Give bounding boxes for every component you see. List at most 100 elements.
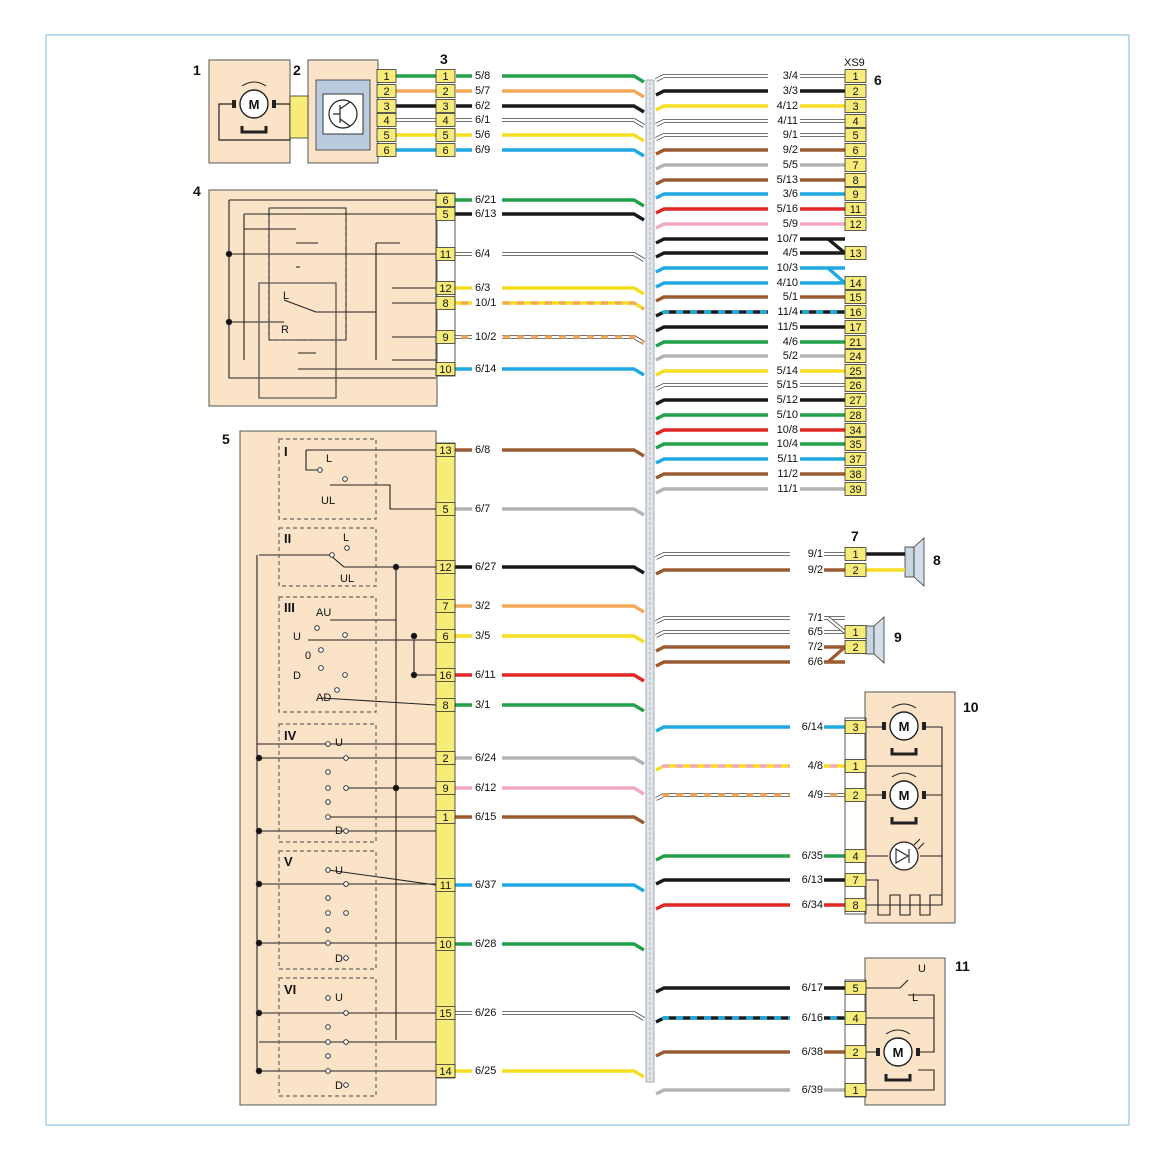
- left-wire: [456, 148, 645, 158]
- pin-box: [844, 364, 867, 378]
- wire-label-bg: [790, 1010, 824, 1021]
- wire-code-label: 6/5: [808, 626, 823, 638]
- switch-5-contact-label: AD: [316, 692, 331, 704]
- wire-stripe: [454, 335, 645, 345]
- xs9-wire: [655, 487, 845, 495]
- junction-dot: [255, 1067, 263, 1075]
- junction-dot: [255, 827, 263, 835]
- wire-core: [655, 325, 845, 333]
- wire-label-bg: [768, 407, 800, 418]
- wire-label-bg: [768, 186, 800, 197]
- pin-box: [435, 937, 456, 951]
- switch-contact: [318, 665, 324, 671]
- wire-code-label: 4/11: [777, 115, 798, 127]
- right-connector-pin: 1: [844, 547, 867, 561]
- wire-core: [454, 565, 645, 575]
- xs9-pin: 26: [844, 378, 867, 392]
- xs9-pin: 13: [844, 246, 867, 260]
- xs9-wire: [655, 428, 845, 436]
- pin-number: 3: [442, 101, 448, 113]
- wire-code-label: 4/10: [777, 277, 798, 289]
- switch-contact: [343, 955, 349, 961]
- wire-label-bg: [768, 481, 800, 492]
- wire-core: [655, 630, 845, 638]
- left-connector-pin: 10: [435, 362, 456, 376]
- xs9-pin: 27: [844, 393, 867, 407]
- wire-code-label: 6/2: [475, 100, 490, 112]
- pin-box: [435, 560, 456, 574]
- left-connector-pin: 2: [435, 84, 456, 98]
- wire-label-bg: [790, 610, 824, 621]
- left-wire: [454, 673, 645, 683]
- wire-code-label: 5/8: [475, 70, 490, 82]
- wire-core: [655, 369, 845, 377]
- pin-number: 11: [440, 880, 451, 892]
- wire-core: [655, 1050, 845, 1058]
- wire-label-bg: [768, 260, 800, 271]
- wire-core: [655, 428, 845, 436]
- wire-label-bg: [768, 451, 800, 462]
- pin-box: [435, 810, 456, 824]
- switch-5-section-frame: [278, 850, 377, 970]
- wire-code-label: 6/4: [475, 248, 490, 260]
- switch-4-group-2: [258, 282, 337, 399]
- wire-label-bg: [790, 639, 824, 650]
- wire-core: [454, 786, 645, 796]
- wire-code-label: 4/9: [808, 789, 823, 801]
- pin-box: [376, 69, 397, 83]
- wire-label-bg: [472, 113, 502, 124]
- pin-number: 12: [439, 562, 451, 574]
- xs9-pin: 2: [844, 84, 867, 98]
- right-wire: [655, 878, 845, 886]
- wire-label-bg: [472, 143, 502, 154]
- switch-5-contact-label: U: [335, 992, 343, 1004]
- pin-number: 5: [852, 130, 858, 142]
- pin-number: 8: [442, 700, 448, 712]
- wire-label-bg: [768, 466, 800, 477]
- pin-number: 1: [383, 71, 389, 83]
- wire-code-label: 11/2: [777, 468, 798, 480]
- pin-box: [844, 640, 867, 654]
- switch-5-contact-label: U: [335, 865, 343, 877]
- module-2-pin: 5: [376, 128, 397, 142]
- left-wire: [456, 118, 646, 128]
- motor-rotation-arrow: [891, 772, 917, 778]
- component-label-3: 3: [440, 51, 448, 67]
- junction-dot: [392, 563, 400, 571]
- right-connector-pin: 5: [844, 981, 867, 995]
- pin-box: [844, 202, 867, 216]
- xs9-wire: [655, 74, 845, 82]
- wire-core: [655, 119, 845, 127]
- switch-contact: [318, 647, 324, 653]
- right-wire: [655, 552, 845, 560]
- wire-label-bg: [790, 546, 824, 557]
- wire-layer: [396, 74, 905, 1096]
- pin-box: [844, 437, 867, 451]
- wire-core: [655, 383, 845, 391]
- switch-11-label-u: U: [918, 963, 926, 975]
- switch-4-dashed-group-1: [268, 207, 347, 341]
- motor-circle: [889, 780, 919, 810]
- wire-label-bg: [472, 668, 502, 679]
- switch-5-section-frame: [278, 723, 377, 843]
- pin-box: [844, 173, 867, 187]
- wire-code-label: 6/24: [475, 752, 496, 764]
- switch-5-contact-label: D: [335, 1080, 343, 1092]
- wire-label-bg: [472, 1064, 502, 1075]
- component-label-8: 8: [933, 552, 941, 568]
- wire-core: [655, 552, 845, 560]
- led-circle: [889, 841, 919, 871]
- switch-5-section-label: II: [284, 531, 291, 546]
- speaker-8-cone: [913, 537, 925, 587]
- switch-contact: [325, 814, 331, 820]
- right-wire: [655, 1016, 845, 1024]
- pin-number: 6: [442, 195, 448, 207]
- switch-5-body: [239, 430, 437, 1106]
- pin-number: 6: [442, 631, 448, 643]
- motor-rotation-arrow: [885, 1029, 911, 1035]
- pin-number: 27: [849, 395, 861, 407]
- switch-5-pin: 13: [435, 443, 456, 457]
- left-wire: [454, 634, 645, 644]
- xs9-pin: 11: [844, 202, 867, 216]
